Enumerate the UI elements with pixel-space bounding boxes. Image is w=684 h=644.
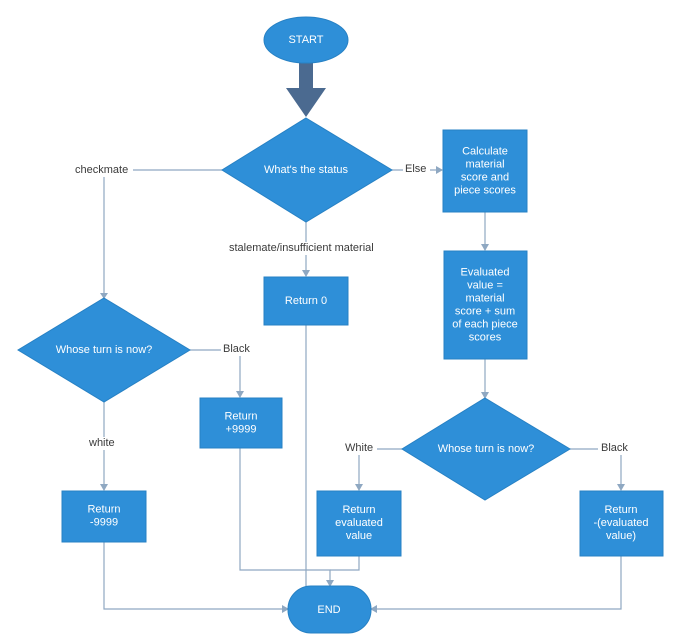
return-neg-process: Return-9999 bbox=[61, 490, 147, 543]
edge-label-white-right-group: White bbox=[343, 442, 377, 455]
arrowhead bbox=[481, 392, 489, 399]
right-turn-label: Whose turn is now? bbox=[438, 443, 535, 455]
connectors bbox=[103, 169, 622, 610]
edge-label-stalemate: stalemate/insufficient material bbox=[229, 242, 374, 254]
arrowhead bbox=[100, 293, 108, 299]
start-arrow bbox=[286, 63, 326, 117]
edge-return-neg-end bbox=[103, 542, 288, 610]
arrowhead bbox=[355, 484, 363, 491]
arrowhead bbox=[481, 244, 489, 251]
arrowhead bbox=[370, 605, 377, 613]
arrowhead bbox=[617, 484, 625, 491]
edge-label-white-right: White bbox=[345, 442, 373, 454]
edge-label-black-right-group: Black bbox=[598, 442, 633, 455]
right-turn-decision: Whose turn is now? bbox=[401, 397, 571, 501]
edge-label-black-left-group: Black bbox=[221, 343, 254, 356]
return-zero-label: Return 0 bbox=[285, 295, 327, 307]
start-node: START bbox=[263, 16, 349, 64]
edge-label-checkmate: checkmate bbox=[75, 164, 128, 176]
edge-label-white-left: white bbox=[88, 437, 115, 449]
return-neg-label: Return-9999 bbox=[87, 504, 120, 529]
status-decision: What's the status bbox=[221, 117, 393, 223]
edge-return-eval-end bbox=[330, 556, 360, 571]
edge-left-black bbox=[190, 349, 241, 397]
edge-label-black-left: Black bbox=[223, 343, 250, 355]
edge-return-neg-eval-end bbox=[371, 556, 622, 610]
arrowhead bbox=[326, 580, 334, 587]
arrowhead bbox=[282, 605, 289, 613]
edge-return-pos-end bbox=[239, 448, 331, 586]
edge-label-white-left-group: white bbox=[87, 437, 119, 450]
edge-right-white bbox=[358, 448, 402, 490]
arrowhead bbox=[302, 270, 310, 277]
start-label: START bbox=[288, 34, 323, 46]
left-turn-decision: Whose turn is now? bbox=[17, 297, 191, 403]
edge-right-black bbox=[570, 448, 622, 490]
left-turn-label: Whose turn is now? bbox=[56, 344, 153, 356]
edge-status-checkmate bbox=[103, 169, 222, 298]
arrowhead bbox=[436, 166, 443, 174]
return-pos-process: Return+9999 bbox=[199, 397, 283, 449]
edge-label-checkmate-group: checkmate bbox=[73, 164, 133, 177]
end-node: END bbox=[287, 585, 372, 634]
edge-label-stalemate-group: stalemate/insufficient material bbox=[227, 242, 386, 255]
edge-label-else: Else bbox=[405, 163, 426, 175]
edge-label-else-group: Else bbox=[403, 163, 430, 176]
status-label: What's the status bbox=[264, 164, 349, 176]
return-zero-process: Return 0 bbox=[263, 276, 349, 326]
end-label: END bbox=[317, 604, 340, 616]
arrowhead bbox=[100, 484, 108, 491]
return-pos-label: Return+9999 bbox=[224, 411, 257, 436]
arrowhead bbox=[236, 391, 244, 398]
arrowheads bbox=[100, 166, 625, 613]
edge-label-black-right: Black bbox=[601, 442, 628, 454]
